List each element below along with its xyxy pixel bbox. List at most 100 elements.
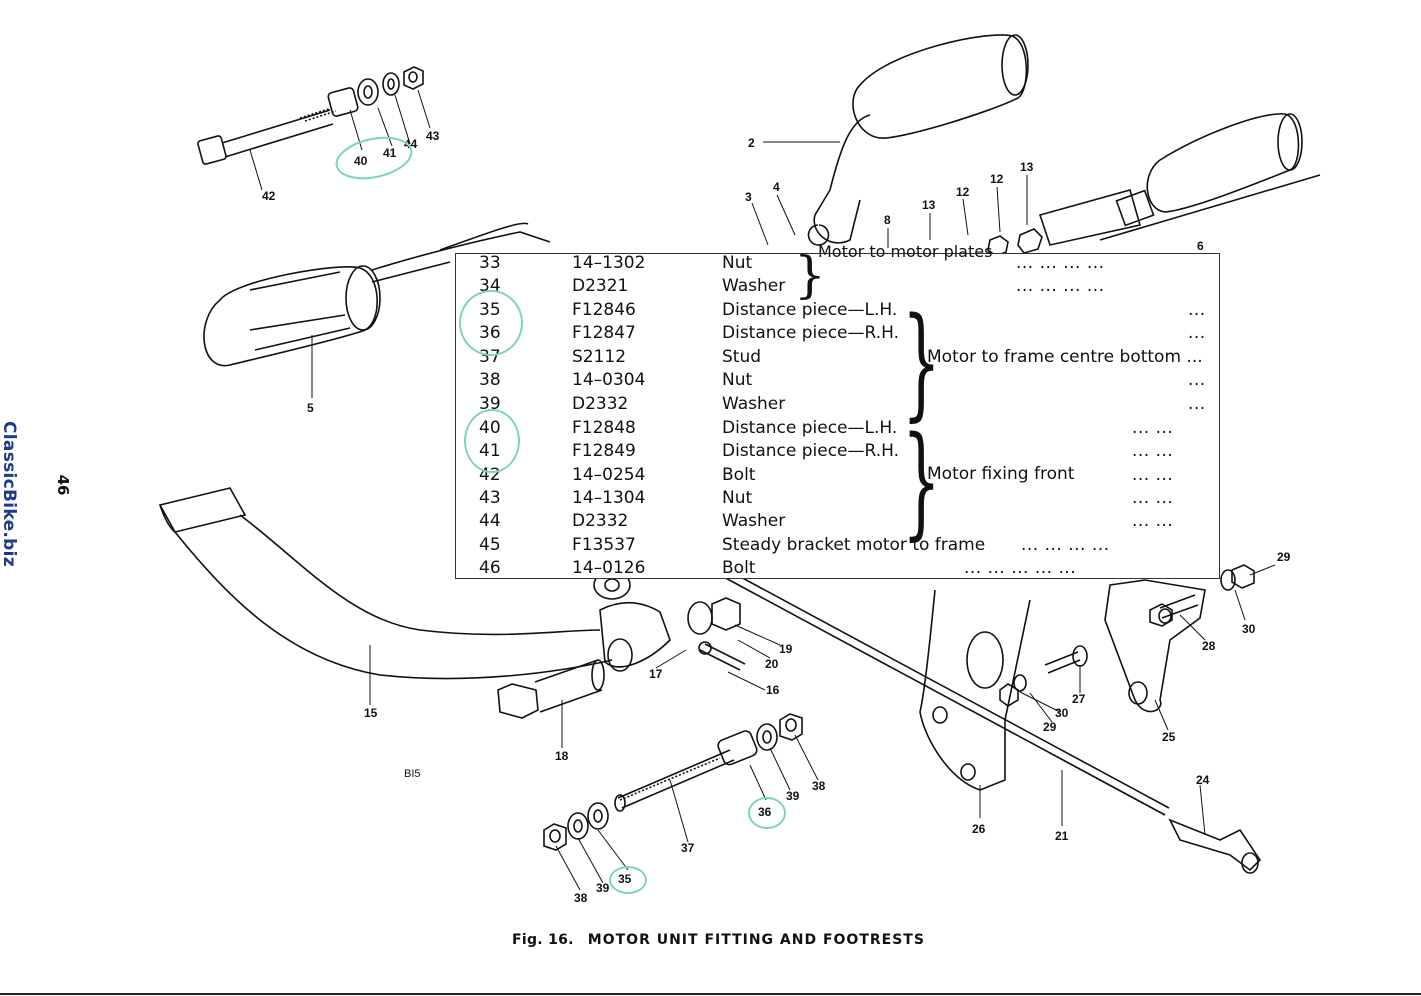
- part-description: Distance piece—L.H.: [722, 300, 898, 320]
- part-code: 14–0126: [572, 558, 646, 578]
- leader-dots: ... ... ... ...: [1016, 253, 1105, 273]
- part-number-ref: 44: [479, 511, 501, 531]
- part-description: Washer: [722, 394, 786, 414]
- part-number-ref: 33: [479, 253, 501, 273]
- callout-4: 4: [773, 180, 780, 194]
- figure-reference: BI5: [404, 768, 421, 780]
- parts-row: 42 14–0254 Bolt ... ...: [456, 464, 1221, 487]
- stud-37-assembly: [543, 713, 803, 851]
- leader-dots: ... ... ... ...: [1021, 535, 1110, 555]
- bolt-42-assembly: [197, 66, 424, 165]
- callout-29b: 29: [1277, 550, 1291, 564]
- bottom-rule: [0, 993, 1421, 995]
- leader-lines: [249, 89, 1276, 891]
- callout-30b: 30: [1242, 622, 1256, 636]
- page-number: 46: [54, 474, 72, 496]
- part-code: F12848: [572, 418, 636, 438]
- footrest-rubber-left: [203, 222, 551, 367]
- plate-26: [919, 589, 1088, 791]
- parts-row: 33 14–1302 Nut ... ... ... ...: [456, 252, 1221, 275]
- callout-39b: 39: [596, 881, 610, 895]
- part-number-ref: 43: [479, 488, 501, 508]
- leader-dots: ... ... ... ...: [1016, 276, 1105, 296]
- part-description: Distance piece—R.H.: [722, 441, 900, 461]
- figure-caption: Fig. 16.MOTOR UNIT FITTING AND FOOTRESTS: [512, 932, 925, 948]
- callout-43: 43: [426, 129, 440, 143]
- callout-38a: 38: [812, 779, 826, 793]
- part-code: S2112: [572, 347, 627, 367]
- callout-44: 44: [404, 137, 418, 151]
- brace-motor-plates: }: [794, 246, 826, 304]
- callout-28: 28: [1202, 639, 1216, 653]
- part-code: F12846: [572, 300, 636, 320]
- part-code: F12847: [572, 323, 636, 343]
- callout-40: 40: [354, 154, 368, 168]
- callout-16: 16: [766, 683, 780, 697]
- callout-18: 18: [555, 749, 569, 763]
- callout-35: 35: [618, 872, 632, 886]
- callout-27: 27: [1072, 692, 1086, 706]
- callout-39a: 39: [786, 789, 800, 803]
- group-fixing-front: Motor fixing front: [927, 464, 1075, 484]
- brace-fixing-front: }: [902, 410, 941, 552]
- part-code: F13537: [572, 535, 636, 555]
- part-description: Washer: [722, 511, 786, 531]
- leader-dots: ... ...: [1132, 441, 1174, 461]
- callout-12b: 12: [990, 172, 1004, 186]
- callout-5: 5: [307, 401, 314, 415]
- part-description: Bolt: [722, 465, 756, 485]
- callout-24: 24: [1196, 773, 1210, 787]
- part-description: Distance piece—L.H.: [722, 418, 898, 438]
- parts-row: 37 S2112 Stud: [456, 346, 1221, 369]
- brake-pedal-15: [158, 487, 746, 680]
- leader-dots: ... ...: [1132, 418, 1174, 438]
- highlight-36: [748, 797, 786, 829]
- callout-26: 26: [972, 822, 986, 836]
- callout-37: 37: [681, 841, 695, 855]
- part-code: 14–0304: [572, 370, 646, 390]
- callout-8: 8: [884, 213, 891, 227]
- highlight-35: [609, 866, 647, 894]
- callout-6: 6: [1197, 239, 1204, 253]
- part-description: Nut: [722, 370, 753, 390]
- callout-38b: 38: [574, 891, 588, 905]
- part-number-ref: 45: [479, 535, 501, 555]
- parts-row: 36 F12847 Distance piece—R.H. ...: [456, 322, 1221, 345]
- parts-row: 40 F12848 Distance piece—L.H. ... ...: [456, 417, 1221, 440]
- callout-13a: 13: [922, 198, 936, 212]
- part-number-ref: 46: [479, 558, 501, 578]
- leader-dots: ... ... ... ... ...: [964, 558, 1077, 578]
- callout-20: 20: [765, 657, 779, 671]
- leader-dots: ... ...: [1132, 511, 1174, 531]
- leader-dots: ... ...: [1132, 465, 1174, 485]
- callout-41: 41: [383, 146, 397, 160]
- leader-dots: ...: [1188, 300, 1206, 320]
- part-description: Nut: [722, 488, 753, 508]
- callout-13b: 13: [1020, 160, 1034, 174]
- callout-36: 36: [758, 805, 772, 819]
- brace-centre-bottom: }: [902, 291, 941, 433]
- callout-25: 25: [1162, 730, 1176, 744]
- parts-row: 35 F12846 Distance piece—L.H. ...: [456, 299, 1221, 322]
- part-number-ref: 38: [479, 370, 501, 390]
- parts-row: 44 D2332 Washer ... ...: [456, 510, 1221, 533]
- highlight-40-41: [335, 136, 413, 180]
- callout-12a: 12: [956, 185, 970, 199]
- pillion-footrest-right: [807, 34, 1321, 257]
- parts-row: 34 D2321 Washer ... ... ... ...: [456, 275, 1221, 298]
- part-description: Distance piece—R.H.: [722, 323, 900, 343]
- parts-row: 39 D2332 Washer ...: [456, 393, 1221, 416]
- highlight-rows-40-41: [464, 409, 520, 473]
- part-code: F12849: [572, 441, 636, 461]
- part-code: 14–1304: [572, 488, 646, 508]
- brand-watermark: ClassicBike.biz: [0, 421, 19, 567]
- parts-row: 38 14–0304 Nut ...: [456, 369, 1221, 392]
- group-centre-bottom: Motor to frame centre bottom ...: [927, 347, 1203, 367]
- callout-21: 21: [1055, 829, 1069, 843]
- bracket-25: [1104, 564, 1255, 713]
- callout-30a: 30: [1055, 706, 1069, 720]
- leader-dots: ... ...: [1132, 488, 1174, 508]
- leader-dots: ...: [1188, 370, 1206, 390]
- figure-title: MOTOR UNIT FITTING AND FOOTRESTS: [587, 932, 925, 948]
